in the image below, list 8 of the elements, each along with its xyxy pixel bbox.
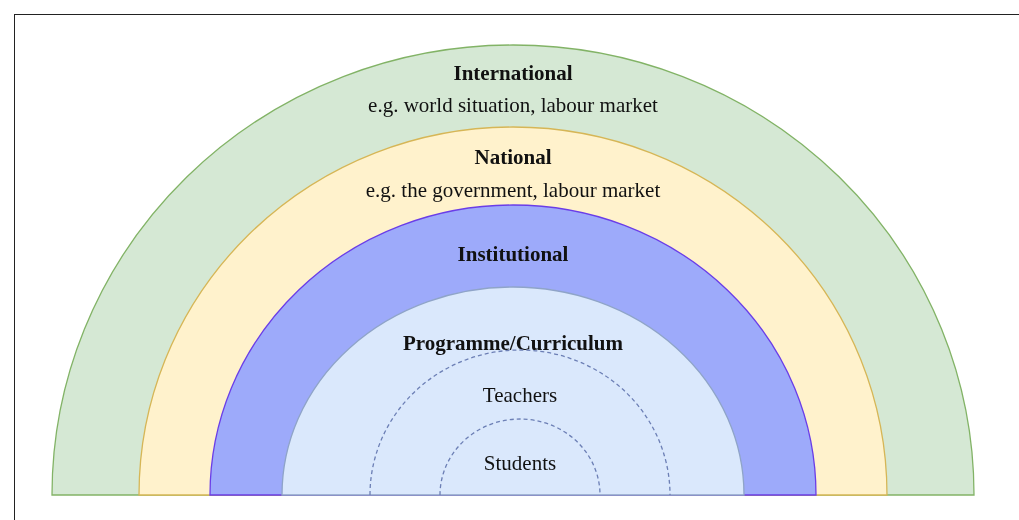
level-heading: Institutional (457, 243, 569, 267)
level-description: e.g. world situation, labour market (368, 94, 658, 118)
group-label: Teachers (482, 384, 558, 408)
group-label: Students (483, 452, 557, 476)
level-heading: National (474, 146, 552, 170)
level-heading: International (453, 62, 573, 86)
level-heading: Programme/Curriculum (402, 332, 624, 356)
level-description: e.g. the government, labour market (365, 179, 661, 203)
